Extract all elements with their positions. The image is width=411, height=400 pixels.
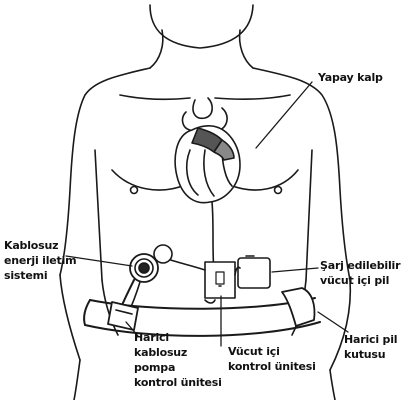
right-inner-arm [306,150,312,280]
coil-cable [165,258,205,270]
external-coil-core [139,263,149,273]
label-external-battery-case: Harici pil kutusu [344,332,397,362]
vessel-left [183,112,190,130]
collarbone-right [215,95,290,99]
arrow-artificial-heart [256,82,312,148]
nipple-right [275,187,282,194]
nipple-left [131,187,138,194]
arrow-rechargeable-battery [272,268,318,272]
arrow-external-battery [318,312,348,332]
navel [205,300,215,303]
chin-outline [150,5,253,48]
belt-left-end [84,300,90,325]
pants-right [330,370,335,400]
right-shoulder [253,68,350,280]
vessel-right [220,108,227,130]
chest-right [230,170,298,190]
external-pump-controller [108,302,138,330]
label-external-pump-controller: Harici kablosuz pompa kontrol ünitesi [134,330,222,390]
belt-pouch [282,288,315,326]
left-arm-lower [60,275,80,360]
neck-right [240,30,253,68]
pants-left [74,360,80,400]
collarbone-left [120,95,190,99]
label-rechargeable-battery: Şarj edilebilir vücut içi pil [320,258,400,288]
internal-controller-chip [216,272,224,284]
label-internal-controller: Vücut içi kontrol ünitesi [228,344,316,374]
label-wireless-energy-system: Kablosuz enerji iletim sistemi [4,238,76,283]
rechargeable-battery [238,258,270,288]
chest-left [112,170,185,190]
aorta [193,98,212,118]
neck-left [150,30,163,68]
label-artificial-heart: Yapay kalp [318,70,383,85]
